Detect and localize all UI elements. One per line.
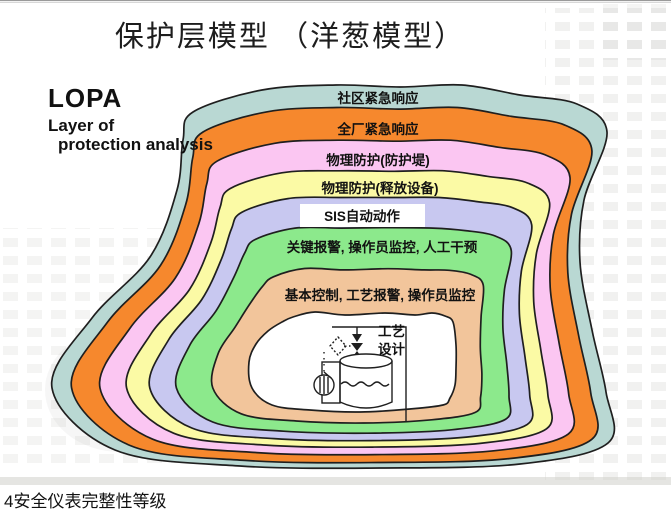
lopa-subtitle-line1: Layer of — [48, 115, 115, 135]
slide-top-frame — [0, 0, 671, 3]
onion-rings — [50, 83, 616, 470]
process-design-diagram — [313, 326, 407, 421]
lopa-acronym: LOPA — [48, 83, 123, 113]
tank-icon — [339, 353, 393, 409]
page-title: 保护层模型 （洋葱模型） — [114, 21, 466, 53]
liquid-level-wave — [340, 381, 390, 387]
pump-icon — [313, 371, 335, 396]
layer-label-critical-alarm: 关键报警, 操作员监控, 人工干预 — [287, 239, 478, 255]
slide-caption: 4安全仪表完整性等级 — [4, 492, 167, 511]
layer-label-sis-automatic-action: SIS自动动作 — [324, 208, 400, 224]
lopa-heading: LOPA Layer of protection analysis — [48, 83, 213, 155]
lopa-subtitle-line2: protection analysis — [58, 135, 213, 155]
diamond-symbol-icon — [329, 335, 347, 357]
onion-layer-labels: 社区紧急响应 全厂紧急响应 物理防护(防护堤) 物理防护(释放设备) SIS自动… — [285, 90, 478, 303]
ghost-building-top-right — [598, 0, 671, 60]
layer-label-physical-protection-dike: 物理防护(防护堤) — [326, 152, 430, 168]
layer-label-physical-protection-relief-devices: 物理防护(释放设备) — [322, 180, 439, 196]
layer-label-basic-control: 基本控制, 工艺报警, 操作员监控 — [285, 287, 476, 303]
flow-arrow-icon — [352, 334, 362, 342]
process-design-label: 工艺 设计 — [378, 323, 405, 357]
layer-label-community-emergency-response: 社区紧急响应 — [337, 90, 419, 106]
sis-label-box — [300, 204, 425, 227]
layer-label-plant-emergency-response: 全厂紧急响应 — [337, 121, 419, 137]
process-design-label-line2: 设计 — [378, 341, 405, 357]
ghost-photo-bottom-edge — [0, 477, 671, 485]
process-design-label-line1: 工艺 — [378, 323, 405, 339]
